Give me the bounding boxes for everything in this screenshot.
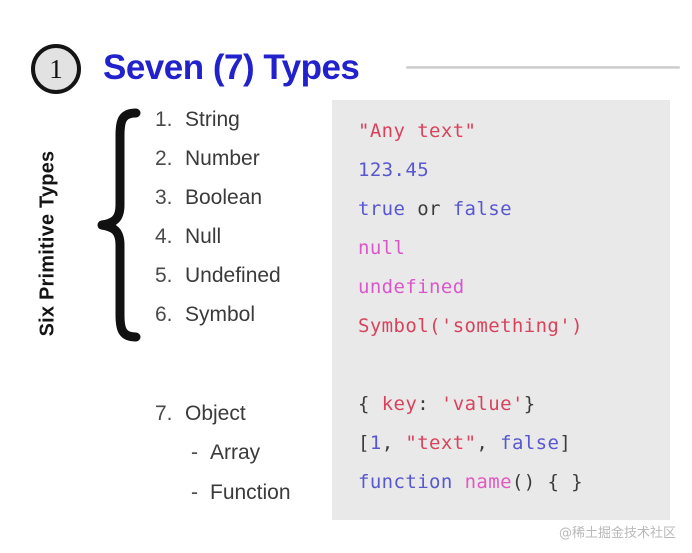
code-line: true or false xyxy=(358,190,583,229)
list-item-label: Null xyxy=(185,225,222,248)
primitive-code-block: "Any text" 123.45 true or false null undefin… xyxy=(358,112,583,346)
list-item-label: Object xyxy=(185,402,246,425)
code-token-num: 1 xyxy=(369,432,382,454)
object-code-block: { key: 'value'}[1, "text", false]functio… xyxy=(358,385,583,502)
list-item: 2. Number xyxy=(155,139,335,178)
code-token-str: key xyxy=(381,393,418,415)
list-item: 6. Symbol xyxy=(155,295,335,334)
list-item-label: Symbol xyxy=(185,303,256,326)
code-token-punct: [ xyxy=(358,432,370,454)
list-item-number: 6. xyxy=(155,303,173,326)
step-number-label: 1 xyxy=(49,53,63,84)
code-token-bool: false xyxy=(500,432,560,454)
code-line: { key: 'value'} xyxy=(358,385,583,424)
code-line: "Any text" xyxy=(358,112,583,151)
list-item: 5. Undefined xyxy=(155,256,335,295)
list-item-number: 3. xyxy=(155,186,173,209)
header-divider-line xyxy=(406,66,680,69)
code-line: null xyxy=(358,229,583,268)
list-subitem: - Function xyxy=(155,473,345,513)
list-item: 4. Null xyxy=(155,217,335,256)
primitive-type-list: 1. String 2. Number 3. Boolean 4. Null 5… xyxy=(155,100,335,334)
code-line: function name() { } xyxy=(358,463,583,502)
code-token-str: Symbol('something') xyxy=(358,315,583,337)
code-token-punct: : xyxy=(417,393,441,415)
list-item: 7. Object xyxy=(155,394,345,433)
code-token-kw: function xyxy=(358,471,453,493)
code-line: Symbol('something') xyxy=(358,307,583,346)
code-token-punct: } xyxy=(523,393,536,415)
list-item-number: 5. xyxy=(155,264,173,287)
slide-header: 1 Seven (7) Types xyxy=(0,18,692,94)
code-token-str: "Any text" xyxy=(358,120,477,142)
list-subitem-label: Function xyxy=(210,481,291,504)
code-line: undefined xyxy=(358,268,583,307)
list-item-label: String xyxy=(185,108,240,131)
list-item-number: 4. xyxy=(155,225,173,248)
list-item-number: 7. xyxy=(155,402,173,425)
six-primitive-types-label: Six Primitive Types xyxy=(36,150,59,337)
code-token-bool: false xyxy=(452,198,512,220)
list-subitem-label: Array xyxy=(210,441,261,464)
list-subitem-dash: - xyxy=(191,481,198,504)
code-token-null: null xyxy=(358,237,406,259)
list-item-label: Number xyxy=(185,147,260,170)
list-item-label: Boolean xyxy=(185,186,263,209)
watermark: @稀土掘金技术社区 xyxy=(558,526,676,541)
object-type-list: 7. Object - Array - Function xyxy=(155,394,345,513)
code-token-num: 123.45 xyxy=(358,159,430,181)
code-line: 123.45 xyxy=(358,151,583,190)
list-subitem-dash: - xyxy=(191,441,198,464)
list-item-number: 1. xyxy=(155,108,173,131)
list-item-number: 2. xyxy=(155,147,173,170)
code-token-str: "text" xyxy=(405,432,477,454)
code-token-fn: name xyxy=(464,471,512,493)
code-token-punct: , xyxy=(381,432,406,454)
code-token-punct: () { } xyxy=(511,471,583,493)
code-token-punct: { xyxy=(358,393,382,415)
step-number-badge: 1 xyxy=(31,44,81,94)
page-title: Seven (7) Types xyxy=(103,48,360,87)
code-token-bool: true xyxy=(358,198,406,220)
code-line: [1, "text", false] xyxy=(358,424,583,463)
code-token-plain: or xyxy=(405,198,453,220)
list-item: 1. String xyxy=(155,100,335,139)
code-token-str: 'value' xyxy=(440,393,524,415)
code-token-punct: ] xyxy=(559,432,572,454)
code-token-punct: , xyxy=(476,432,501,454)
curly-brace-icon xyxy=(96,107,142,343)
primitive-types-column: Six Primitive Types 1. String 2. Number … xyxy=(0,100,332,540)
list-item: 3. Boolean xyxy=(155,178,335,217)
list-subitem: - Array xyxy=(155,433,345,473)
code-examples-panel: "Any text" 123.45 true or false null undefin… xyxy=(332,100,670,520)
list-item-label: Undefined xyxy=(185,264,281,287)
code-token-null: undefined xyxy=(358,276,465,298)
code-token-plain xyxy=(453,471,465,493)
